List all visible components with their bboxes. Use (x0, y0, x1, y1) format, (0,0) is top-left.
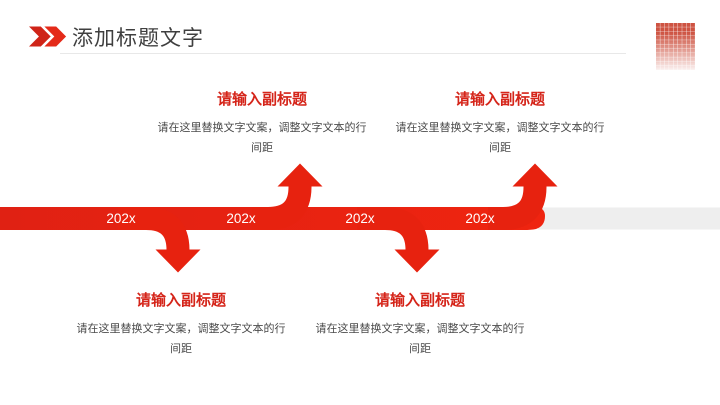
milestone-label-4[interactable]: 202x (465, 211, 495, 226)
milestone-label-3[interactable]: 202x (345, 211, 375, 226)
section-subtitle[interactable]: 请输入副标题 (135, 292, 226, 309)
section-bottom-right: 请输入副标题 请在这里替换文字文案，调整文字文本的行间距 (314, 289, 526, 359)
milestone-label-1[interactable]: 202x (106, 211, 136, 226)
section-body[interactable]: 请在这里替换文字文案，调整文字文本的行间距 (395, 122, 605, 154)
chevron-left-shape (29, 26, 51, 47)
section-body[interactable]: 请在这里替换文字文案，调整文字文本的行间距 (157, 122, 367, 154)
section-bottom-left: 请输入副标题 请在这里替换文字文案，调整文字文本的行间距 (75, 289, 287, 359)
dot-grid-decoration (656, 23, 695, 70)
arrowhead-up-1 (277, 163, 323, 187)
arrowhead-up-2 (512, 163, 558, 187)
header-divider (60, 53, 626, 54)
arrowhead-down-2 (394, 249, 440, 273)
section-body[interactable]: 请在这里替换文字文案，调整文字文本的行间距 (76, 323, 286, 355)
section-subtitle[interactable]: 请输入副标题 (374, 292, 465, 309)
double-chevron-right-icon (29, 26, 67, 47)
milestone-label-2[interactable]: 202x (226, 211, 256, 226)
timeline-track-gray (538, 207, 720, 230)
section-subtitle[interactable]: 请输入副标题 (216, 91, 307, 108)
chevron-right-shape (44, 26, 67, 47)
section-top-left: 请输入副标题 请在这里替换文字文案，调整文字文本的行间距 (156, 88, 368, 158)
section-subtitle[interactable]: 请输入副标题 (454, 91, 545, 108)
section-body[interactable]: 请在这里替换文字文案，调整文字文本的行间距 (315, 323, 525, 355)
section-top-right: 请输入副标题 请在这里替换文字文案，调整文字文本的行间距 (394, 88, 606, 158)
slide-title[interactable]: 添加标题文字 (72, 27, 204, 50)
arrowhead-down-1 (155, 249, 201, 273)
